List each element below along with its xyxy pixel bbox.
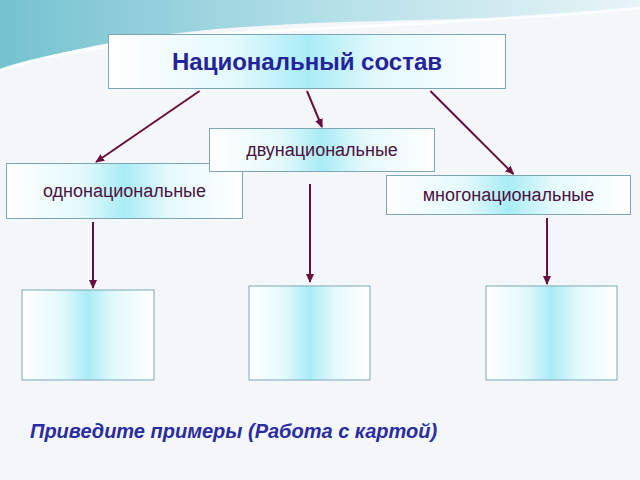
empty-box bbox=[249, 286, 370, 380]
box-label: многонациональные bbox=[423, 185, 595, 206]
box-label: Национальный состав bbox=[172, 48, 442, 76]
box-label: однонациональные bbox=[43, 181, 206, 202]
arrow bbox=[92, 222, 94, 288]
arrow-connector bbox=[307, 91, 322, 127]
empty-box bbox=[486, 286, 617, 380]
category-box: многонациональные bbox=[386, 175, 631, 215]
caption: Приведите примеры (Работа с картой) bbox=[30, 420, 437, 443]
empty-box bbox=[22, 290, 154, 380]
arrow bbox=[546, 218, 548, 284]
box-label: двунациональные bbox=[246, 140, 398, 161]
arrow-connector bbox=[96, 91, 199, 162]
arrow bbox=[309, 184, 311, 282]
category-box: однонациональные bbox=[6, 163, 243, 219]
title-box: Национальный состав bbox=[108, 34, 506, 89]
category-box: двунациональные bbox=[209, 128, 435, 172]
arrow-connector bbox=[430, 91, 513, 174]
